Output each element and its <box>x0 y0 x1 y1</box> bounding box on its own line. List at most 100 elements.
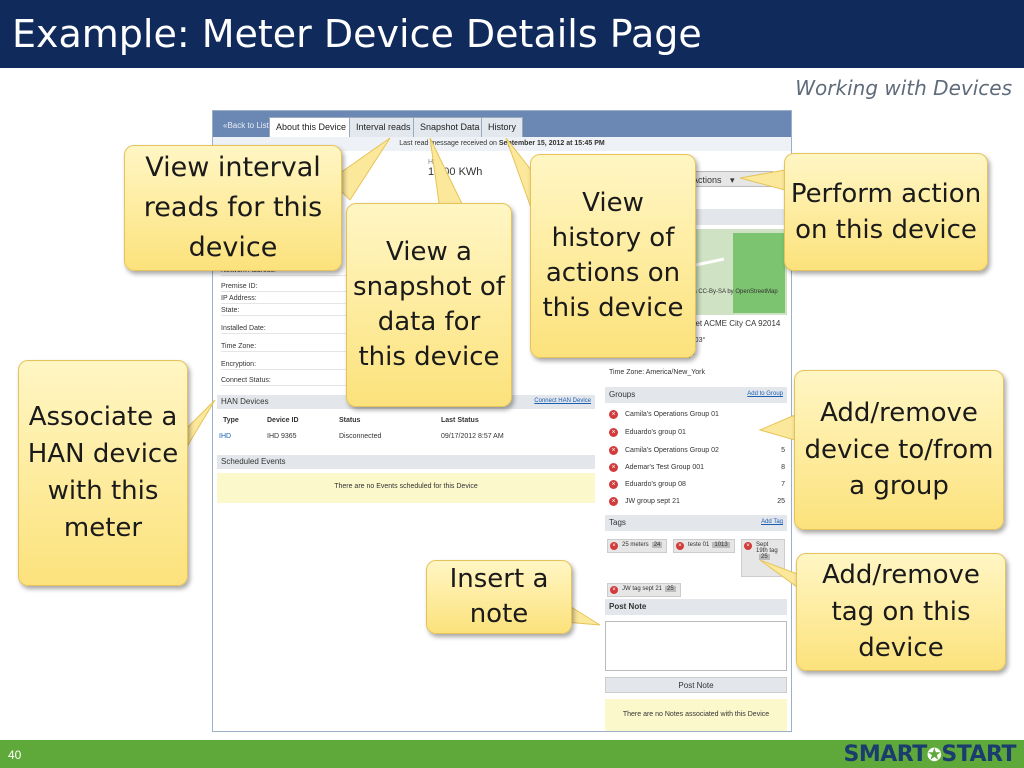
remove-icon[interactable]: × <box>610 586 618 594</box>
callout-interval-reads: View interval reads for this device <box>124 145 342 271</box>
field-installed-date: Installed Date: <box>221 325 421 334</box>
pointer-action <box>739 169 786 191</box>
add-to-group-link[interactable]: Add to Group <box>747 391 783 397</box>
note-textarea[interactable] <box>605 621 787 671</box>
tag-name: JW tag sept 21 <box>622 586 663 592</box>
map-attribution: data CC-By-SA by OpenStreetMap <box>685 289 778 295</box>
pointer-snapshot <box>429 137 466 211</box>
actions-label: Actions <box>692 175 722 185</box>
tags-title: Tags <box>609 518 626 527</box>
table-header-row: Type Device ID Status Last Status <box>217 415 595 429</box>
callout-perform-action: Perform action on this device <box>784 153 988 271</box>
cell-device-id: IHD 9365 <box>267 433 297 440</box>
remove-icon[interactable]: × <box>609 497 618 506</box>
cell-last-status: 09/17/2012 8:57 AM <box>441 433 504 440</box>
scheduled-events-header: Scheduled Events <box>217 455 595 469</box>
remove-icon[interactable]: × <box>610 542 618 550</box>
last-read-banner: Last read message received on September … <box>213 137 791 151</box>
brand-left: SMART <box>843 742 928 767</box>
post-note-button[interactable]: Post Note <box>605 677 787 693</box>
device-address: eet ACME City CA 92014 <box>691 319 781 328</box>
energy-label: Ho <box>428 159 437 166</box>
footer-bar: 40 SMART✪START <box>0 740 1024 768</box>
groups-header: Groups Add to Group <box>605 387 787 403</box>
list-item: × Eduardo's group 08 7 <box>609 479 787 493</box>
group-count: 7 <box>781 481 785 488</box>
tab-history[interactable]: History <box>481 117 524 137</box>
remove-icon[interactable]: × <box>744 542 752 550</box>
group-name: JW group sept 21 <box>625 498 680 505</box>
group-name: Camila's Operations Group 02 <box>625 447 719 454</box>
field-connect-status: Connect Status: <box>221 377 421 386</box>
cell-type: IHD <box>219 433 232 440</box>
remove-icon[interactable]: × <box>609 480 618 489</box>
remove-icon[interactable]: × <box>676 542 684 550</box>
list-item: × Camila's Operations Group 01 <box>609 409 787 423</box>
notes-empty-message: There are no Notes associated with this … <box>605 699 787 731</box>
page-number: 40 <box>8 748 22 762</box>
group-name: Eduardo's group 01 <box>625 429 686 436</box>
list-item: × Ademar's Test Group 001 8 <box>609 462 787 476</box>
list-item: × Camila's Operations Group 02 5 <box>609 445 787 459</box>
han-devices-title: HAN Devices <box>221 397 269 406</box>
callout-history: View history of actions on this device <box>530 154 696 358</box>
tag-count: 24 <box>651 542 663 548</box>
chevron-down-icon: ▾ <box>730 175 735 185</box>
post-note-header: Post Note <box>605 599 787 615</box>
remove-icon[interactable]: × <box>609 463 618 472</box>
callout-tag: Add/remove tag on this device <box>796 553 1006 671</box>
tag-name: 25 meters <box>622 542 649 548</box>
brand-right: START <box>941 742 1016 767</box>
field-state: State: <box>221 307 421 316</box>
time-zone-row: Time Zone: America/New_York <box>609 369 705 376</box>
callout-insert-note: Insert a note <box>426 560 572 634</box>
callout-snapshot: View a snapshot of data for this device <box>346 203 512 407</box>
group-name: Ademar's Test Group 001 <box>625 464 705 471</box>
col-device-id: Device ID <box>267 417 299 424</box>
tags-header: Tags Add Tag <box>605 515 787 531</box>
group-name: Camila's Operations Group 01 <box>625 411 719 418</box>
callout-group: Add/remove device to/from a group <box>794 370 1004 530</box>
tag-count: 25 <box>759 554 770 560</box>
remove-icon[interactable]: × <box>609 446 618 455</box>
cell-status: Disconnected <box>339 433 382 440</box>
table-row[interactable]: IHD IHD 9365 Disconnected 09/17/2012 8:5… <box>217 431 595 445</box>
slide-title: Example: Meter Device Details Page <box>12 12 702 56</box>
tag-count: 1013 <box>712 542 730 548</box>
group-count: 5 <box>781 447 785 454</box>
add-tag-link[interactable]: Add Tag <box>761 519 783 525</box>
tab-bar: «Back to List About this Device Interval… <box>213 111 791 137</box>
callout-han-device: Associate a HAN device with this meter <box>18 360 188 586</box>
pointer-group <box>758 414 796 441</box>
field-ip-address: IP Address: <box>221 295 421 304</box>
list-item: × Eduardo's group 01 <box>609 427 787 441</box>
field-premise-id: Premise ID: <box>221 283 421 292</box>
col-status: Status <box>339 417 361 424</box>
slide-subtitle: Working with Devices <box>795 76 1012 100</box>
map-park <box>733 233 785 313</box>
actions-dropdown[interactable]: Actions ▾ <box>683 171 773 187</box>
group-count: 25 <box>777 498 785 505</box>
brand-logo: SMART✪START <box>843 742 1017 767</box>
back-to-list-link[interactable]: «Back to List <box>223 121 269 130</box>
star-icon: ✪ <box>926 745 942 766</box>
group-name: Eduardo's group 08 <box>625 481 686 488</box>
time-zone-label: Time Zone: <box>609 369 645 376</box>
remove-icon[interactable]: × <box>609 410 618 419</box>
connect-han-device-link[interactable]: Connect HAN Device <box>534 398 591 404</box>
last-read-date: September 15, 2012 at 15:45 PM <box>498 140 605 147</box>
remove-icon[interactable]: × <box>609 428 618 437</box>
slide-title-bar: Example: Meter Device Details Page <box>0 0 1024 68</box>
groups-title: Groups <box>609 390 636 399</box>
tag-name: Sept 19th tag <box>756 542 778 554</box>
pointer-han <box>184 399 216 452</box>
field-encryption: Encryption: <box>221 361 421 370</box>
group-count: 8 <box>781 464 785 471</box>
last-read-prefix: Last read message received on <box>399 140 497 147</box>
field-time-zone: Time Zone: <box>221 343 421 352</box>
time-zone-value: America/New_York <box>645 369 705 376</box>
list-item: × JW group sept 21 25 <box>609 496 787 510</box>
